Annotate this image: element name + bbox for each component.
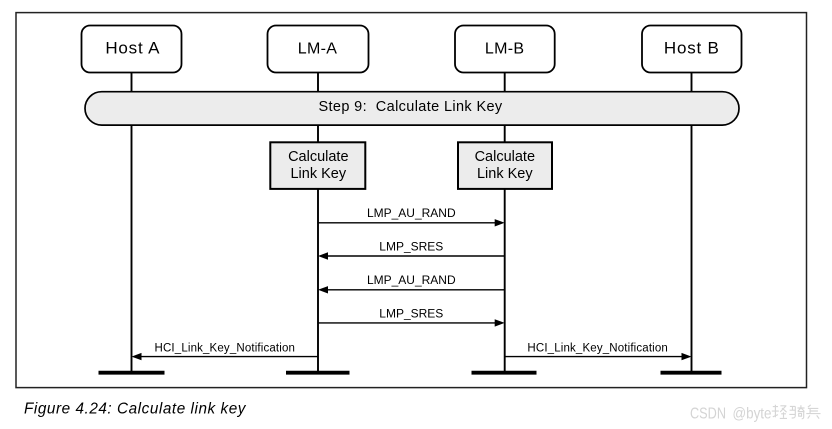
svg-text:@byte: @byte xyxy=(733,406,772,423)
svg-text:Calculate: Calculate xyxy=(288,149,348,165)
svg-text:LM-A: LM-A xyxy=(298,40,337,57)
svg-text:HCI_Link_Key_Notification: HCI_Link_Key_Notification xyxy=(155,343,296,355)
svg-text:LM-B: LM-B xyxy=(485,40,524,57)
svg-text:LMP_SRES: LMP_SRES xyxy=(379,306,443,320)
svg-text:LMP_AU_RAND: LMP_AU_RAND xyxy=(367,273,456,287)
svg-text:LMP_AU_RAND: LMP_AU_RAND xyxy=(367,206,456,220)
svg-text:Host B: Host B xyxy=(664,39,720,58)
svg-text:Figure 4.24: Calculate link ke: Figure 4.24: Calculate link key xyxy=(24,400,247,417)
svg-text:HCI_Link_Key_Notification: HCI_Link_Key_Notification xyxy=(527,343,668,355)
svg-text:Host A: Host A xyxy=(105,39,160,58)
svg-text:LMP_SRES: LMP_SRES xyxy=(379,239,443,253)
svg-text:Link Key: Link Key xyxy=(290,166,346,182)
svg-text:Link Key: Link Key xyxy=(477,166,533,182)
svg-text:CSDN: CSDN xyxy=(690,406,726,423)
svg-text:Calculate: Calculate xyxy=(475,149,535,165)
svg-text:Step 9: Calculate Link Key: Step 9: Calculate Link Key xyxy=(318,99,502,115)
